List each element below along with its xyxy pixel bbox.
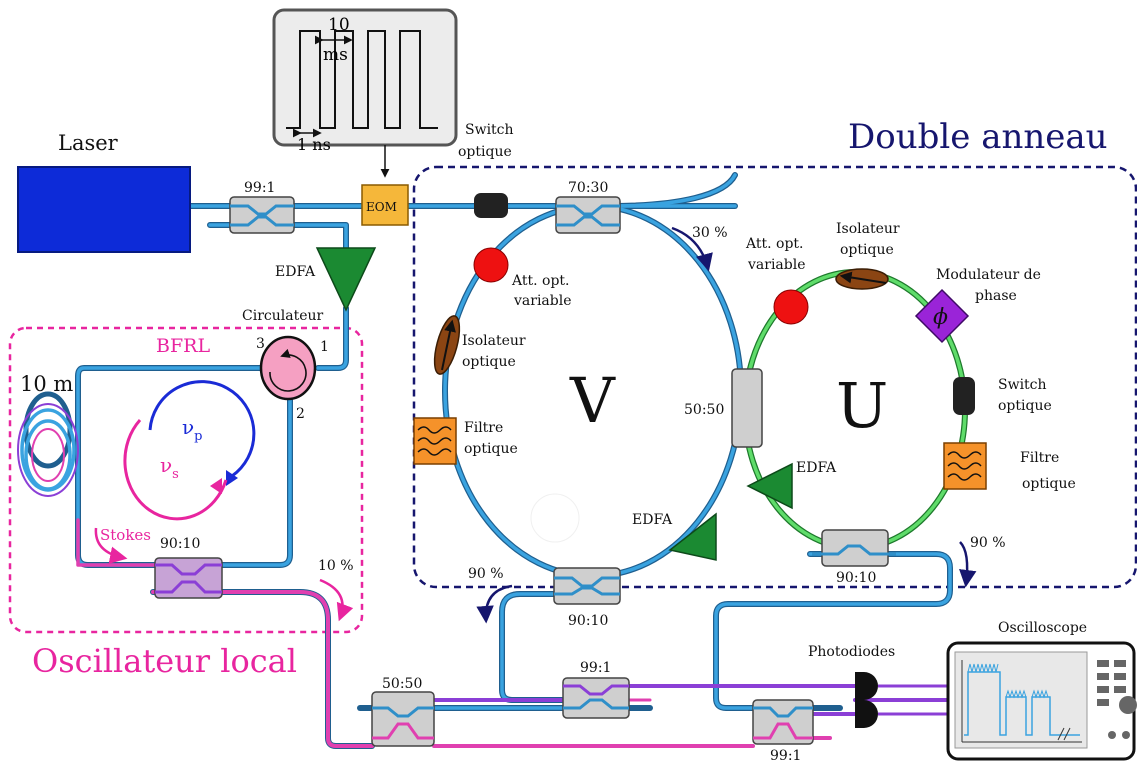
eom-modulator xyxy=(361,184,409,226)
ring-u-iso-label-2: optique xyxy=(840,242,894,258)
double-ring-title: Double anneau xyxy=(848,117,1108,157)
ring-u-att-label-2: variable xyxy=(747,257,806,273)
coupler-70-30-label: 70:30 xyxy=(568,180,608,196)
ring-u-phase-modulator: ϕ xyxy=(914,288,970,344)
ring-v-edfa xyxy=(668,512,717,561)
coupler-90-10-v: 90:10 xyxy=(553,567,621,629)
edfa-amplifier-main xyxy=(315,247,377,312)
ring-u-filter-label-2: optique xyxy=(1022,476,1076,492)
circulator-port-2: 2 xyxy=(296,406,305,422)
photodiodes-label: Photodiodes xyxy=(808,644,895,660)
photodiode-top xyxy=(855,672,878,700)
percent-90-u-arrow xyxy=(959,541,977,588)
ring-v-att-label-2: variable xyxy=(513,293,572,309)
ring-v-filter-label: Filtre xyxy=(464,420,503,436)
ring-v-filter xyxy=(413,417,457,465)
stokes-arrowhead xyxy=(210,478,222,494)
coupler-99-1-mid-label: 99:1 xyxy=(580,660,611,676)
ring-u-att-label: Att. opt. xyxy=(745,236,803,252)
ring-u-mod-label-2: phase xyxy=(975,288,1017,304)
coupler-50-50-mid: 50:50 xyxy=(684,368,763,448)
percent-90-u-label: 90 % xyxy=(970,535,1006,551)
coupler-99-1-mid: 99:1 xyxy=(562,660,630,719)
nu-p-label: νp xyxy=(182,415,203,444)
input-switch-label: Switch xyxy=(465,122,514,138)
pulse-period-unit: ms xyxy=(323,45,348,65)
input-switch-label-2: optique xyxy=(458,144,512,160)
circulator-port-3: 3 xyxy=(256,336,265,352)
ring-u-switch xyxy=(953,377,975,415)
ring-v-isolator xyxy=(433,315,461,375)
local-oscillator-title: Oscillateur local xyxy=(32,642,297,680)
ring-u-mod-label: Modulateur de xyxy=(936,267,1041,283)
coupler-50-50-mid-label: 50:50 xyxy=(684,402,724,418)
ring-u-filter xyxy=(943,442,987,490)
coupler-70-30: 70:30 xyxy=(555,180,621,234)
coupler-90-10-v-label: 90:10 xyxy=(568,613,608,629)
percent-10-arrow xyxy=(319,578,354,622)
ring-v-iso-label: Isolateur xyxy=(462,333,526,349)
laser-source xyxy=(17,166,191,253)
input-switch xyxy=(474,193,508,218)
coupler-90-10-lo: 90:10 xyxy=(154,536,223,599)
coupler-99-1-bot-label: 99:1 xyxy=(770,748,801,764)
nu-s-label: νs xyxy=(160,453,179,482)
ring-v-att-label: Att. opt. xyxy=(511,273,569,289)
ring-u-letter: U xyxy=(836,369,888,442)
coupler-50-50-lo: 50:50 xyxy=(371,676,435,747)
phase-symbol: ϕ xyxy=(933,305,948,330)
ring-u-edfa-label: EDFA xyxy=(796,460,837,476)
ring-v-edfa-label: EDFA xyxy=(632,512,673,528)
coupler-90-10-u-label: 90:10 xyxy=(836,570,876,586)
percent-90-v-label: 90 % xyxy=(468,566,504,582)
pump-arrowhead xyxy=(226,470,238,486)
fiber-length-label: 10 m xyxy=(20,372,73,396)
pulse-period: 10 xyxy=(328,15,350,35)
coupler-50-50-lo-label: 50:50 xyxy=(382,676,422,692)
pump-arc xyxy=(148,380,256,478)
ring-v-iso-label-2: optique xyxy=(462,354,516,370)
coupler-90-10-u: 90:10 xyxy=(812,529,896,586)
edfa-main-label: EDFA xyxy=(275,264,316,280)
coupler-99-1-bot: 99:1 xyxy=(752,699,814,764)
ring-v-attenuator xyxy=(473,247,509,283)
coupler-90-10-lo-label: 90:10 xyxy=(160,536,200,552)
oscilloscope xyxy=(946,641,1137,761)
ring-u-attenuator xyxy=(773,289,809,325)
oscilloscope-label: Oscilloscope xyxy=(998,620,1087,636)
fiber-spool xyxy=(17,391,79,497)
pulse-train xyxy=(286,30,438,129)
ring-u-iso-label: Isolateur xyxy=(836,221,900,237)
percent-10-label: 10 % xyxy=(318,558,354,574)
bfrl-label: BFRL xyxy=(156,335,210,357)
oscilloscope-trace xyxy=(964,671,1080,736)
photodiode-bottom xyxy=(855,700,878,728)
ring-u-isolator xyxy=(835,268,889,290)
ring-v-letter: V xyxy=(569,364,616,437)
percent-30-arrow xyxy=(671,226,713,272)
ring-u-switch-label-2: optique xyxy=(998,398,1052,414)
stokes-label: Stokes xyxy=(100,526,151,544)
circulator-port-1: 1 xyxy=(320,339,329,355)
ring-u-switch-label: Switch xyxy=(998,377,1047,393)
stokes-arrow xyxy=(94,527,128,564)
ring-u-edfa xyxy=(746,462,793,510)
pulse-width: 1 ns xyxy=(297,135,331,154)
coupler-99-1-top: 99:1 xyxy=(229,180,295,234)
ring-v-decoration xyxy=(530,493,580,543)
eom-label: EOM xyxy=(366,200,397,214)
laser-label: Laser xyxy=(58,131,119,155)
double-ring-frame xyxy=(412,165,1137,589)
ring-v-filter-label-2: optique xyxy=(464,441,518,457)
local-oscillator-frame xyxy=(8,326,364,634)
percent-30-label: 30 % xyxy=(692,225,728,241)
circulator: Circulateur 1 2 3 xyxy=(242,308,329,422)
stokes-arc xyxy=(123,419,228,521)
ring-u-filter-label: Filtre xyxy=(1020,450,1059,466)
coupler-99-1-top-label: 99:1 xyxy=(244,180,275,196)
pulse-generator: 10 ms 1 ns xyxy=(272,8,458,154)
circulator-label: Circulateur xyxy=(242,308,323,324)
percent-90-v-arrow xyxy=(476,584,513,624)
